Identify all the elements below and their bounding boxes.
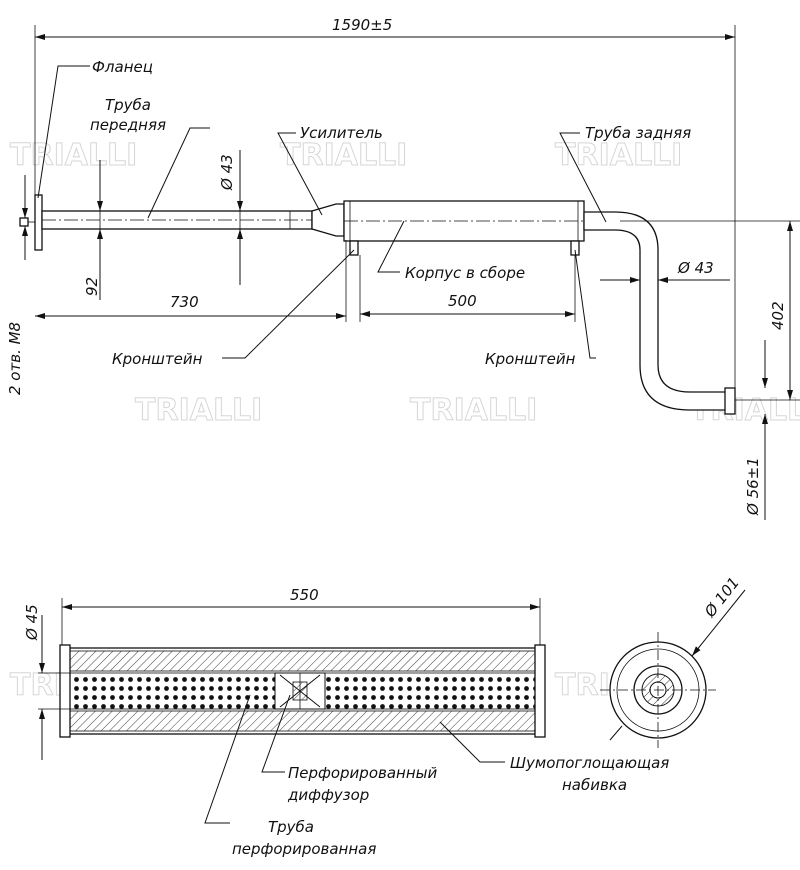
section-view: 550 Ø 45	[23, 574, 746, 858]
rear-drop-dim: 402	[769, 301, 787, 330]
body-diameter-dim: Ø 101	[700, 574, 743, 622]
front-pipe-diameter-dim: Ø 43	[218, 154, 236, 191]
holes-label: 2 отв. М8	[6, 322, 24, 395]
end-view: Ø 101	[600, 574, 746, 748]
housing-label: Корпус в сборе	[405, 264, 525, 282]
perforated-pipe-label-line2: перфорированная	[232, 840, 376, 858]
outlet-diameter-dim: Ø 56±1	[744, 457, 762, 516]
perforated-pipe-right	[324, 672, 536, 710]
flange-offset-dim: 92	[83, 277, 101, 296]
watermark-text: TRIALLI	[410, 393, 537, 428]
watermark-text: TRIALLI	[135, 393, 262, 428]
section-length-dim: 550	[290, 586, 319, 604]
outlet-end	[724, 387, 736, 415]
watermark-text: TRIALLI	[10, 138, 137, 173]
top-view: 1590±5 Ø 43 92 730	[6, 16, 800, 520]
rear-pipe-diameter-dim: Ø 43	[677, 259, 714, 277]
sound-absorbing-packing-bottom	[69, 710, 536, 732]
sound-absorbing-packing-top	[69, 650, 536, 672]
reinforcer-cone	[311, 203, 345, 237]
flange	[34, 194, 43, 251]
front-section-length-dim: 730	[170, 293, 199, 311]
overall-length-dim: 1590±5	[332, 16, 392, 34]
perforated-diffuser-label-line1: Перфорированный	[288, 764, 437, 782]
perforated-diffuser-label-line2: диффузор	[287, 786, 369, 804]
rear-pipe	[583, 211, 734, 411]
housing-length-dim: 500	[448, 292, 477, 310]
perforated-pipe-label-line1: Труба	[268, 818, 314, 836]
section-pipe-diameter-dim: Ø 45	[23, 604, 41, 641]
bracket-left	[349, 240, 359, 256]
reinforcer-label: Усилитель	[300, 124, 383, 142]
watermark-text: TRIALLI	[280, 138, 407, 173]
flange-label: Фланец	[92, 58, 153, 76]
packing-label-line2: набивка	[562, 776, 627, 794]
perforated-pipe-left	[69, 672, 276, 710]
front-pipe-label-line1: Труба	[105, 96, 151, 114]
watermark-text: TRIALLI	[555, 138, 682, 173]
perforated-diffuser	[274, 672, 326, 710]
bracket-left-label: Кронштейн	[112, 350, 203, 368]
bracket-right-label: Кронштейн	[485, 350, 576, 368]
packing-label-line1: Шумопоглощающая	[510, 754, 669, 772]
rear-pipe-label: Труба задняя	[585, 124, 691, 142]
front-pipe-label-line2: передняя	[90, 116, 166, 134]
